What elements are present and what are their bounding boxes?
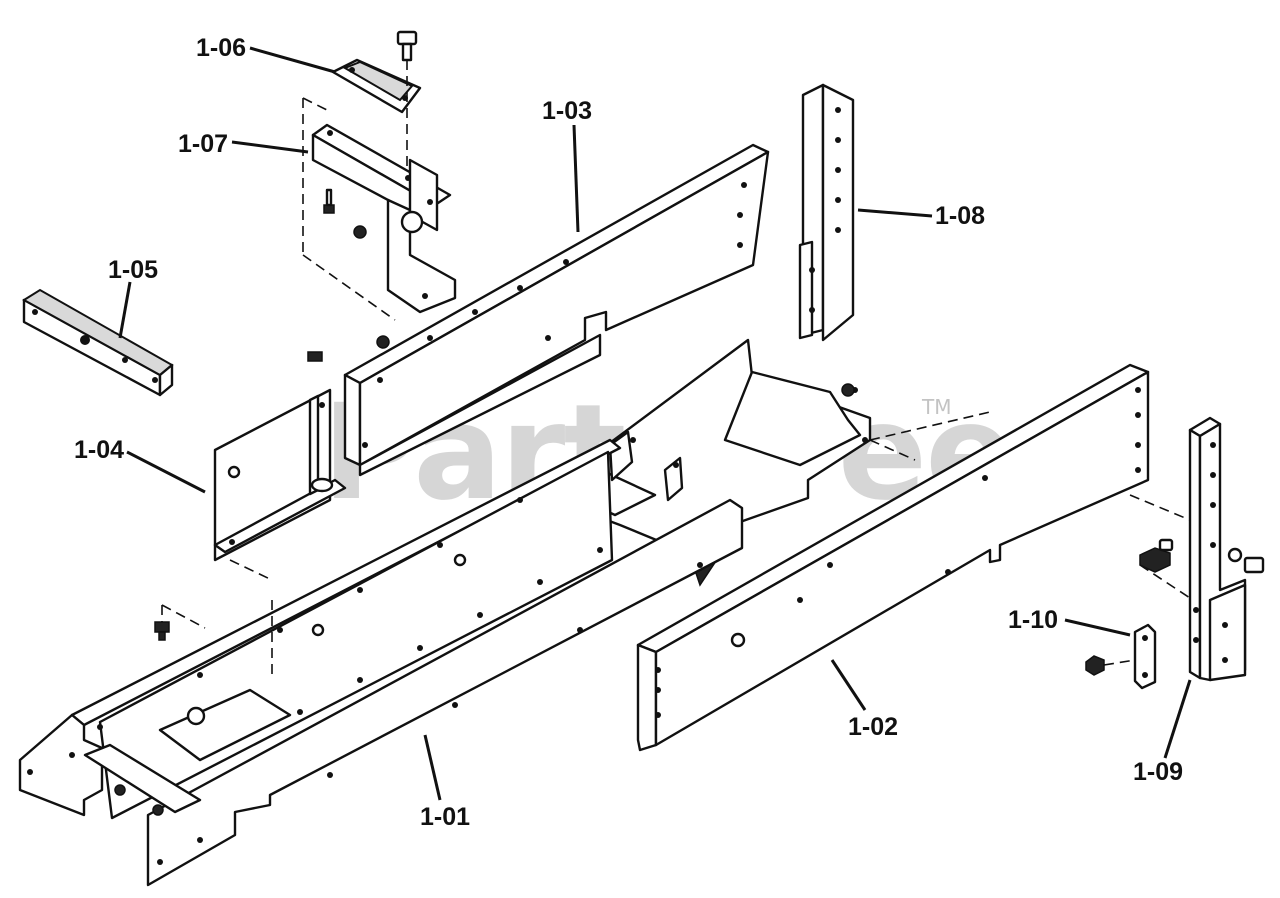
callout-label-1-03: 1-03 [542,97,592,125]
part-1-06-cap[interactable] [331,58,422,114]
callout-label-1-07: 1-07 [178,130,228,158]
callout-label-1-04: 1-04 [74,436,124,464]
callout-leaders [118,46,1192,801]
bolt-1-06 [396,30,418,180]
callout-label-1-08: 1-08 [935,202,985,230]
part-1-09-upright[interactable] [1129,416,1247,682]
callout-label-1-06: 1-06 [196,34,246,62]
part-1-04-panel[interactable] [213,388,347,562]
callout-label-1-05: 1-05 [108,256,158,284]
part-1-02-rail[interactable] [636,363,1150,752]
callout-label-1-09: 1-09 [1133,758,1183,786]
part-1-01-frame[interactable] [18,438,744,887]
callout-label-1-02: 1-02 [848,713,898,741]
part-1-08-upright[interactable] [798,83,855,342]
bolt-1-01 [154,604,206,641]
callout-label-1-10: 1-10 [1008,606,1058,634]
part-1-10-link[interactable] [1085,623,1157,690]
part-1-07-mount[interactable] [302,97,457,321]
part-1-05-bracket[interactable] [22,288,174,397]
bolt-1-07 [307,188,390,362]
part-1-03-rail[interactable] [343,143,770,477]
callout-label-1-01: 1-01 [420,803,470,831]
fasteners-1-09 [1139,538,1265,574]
watermark-trademark: TM [921,395,951,419]
